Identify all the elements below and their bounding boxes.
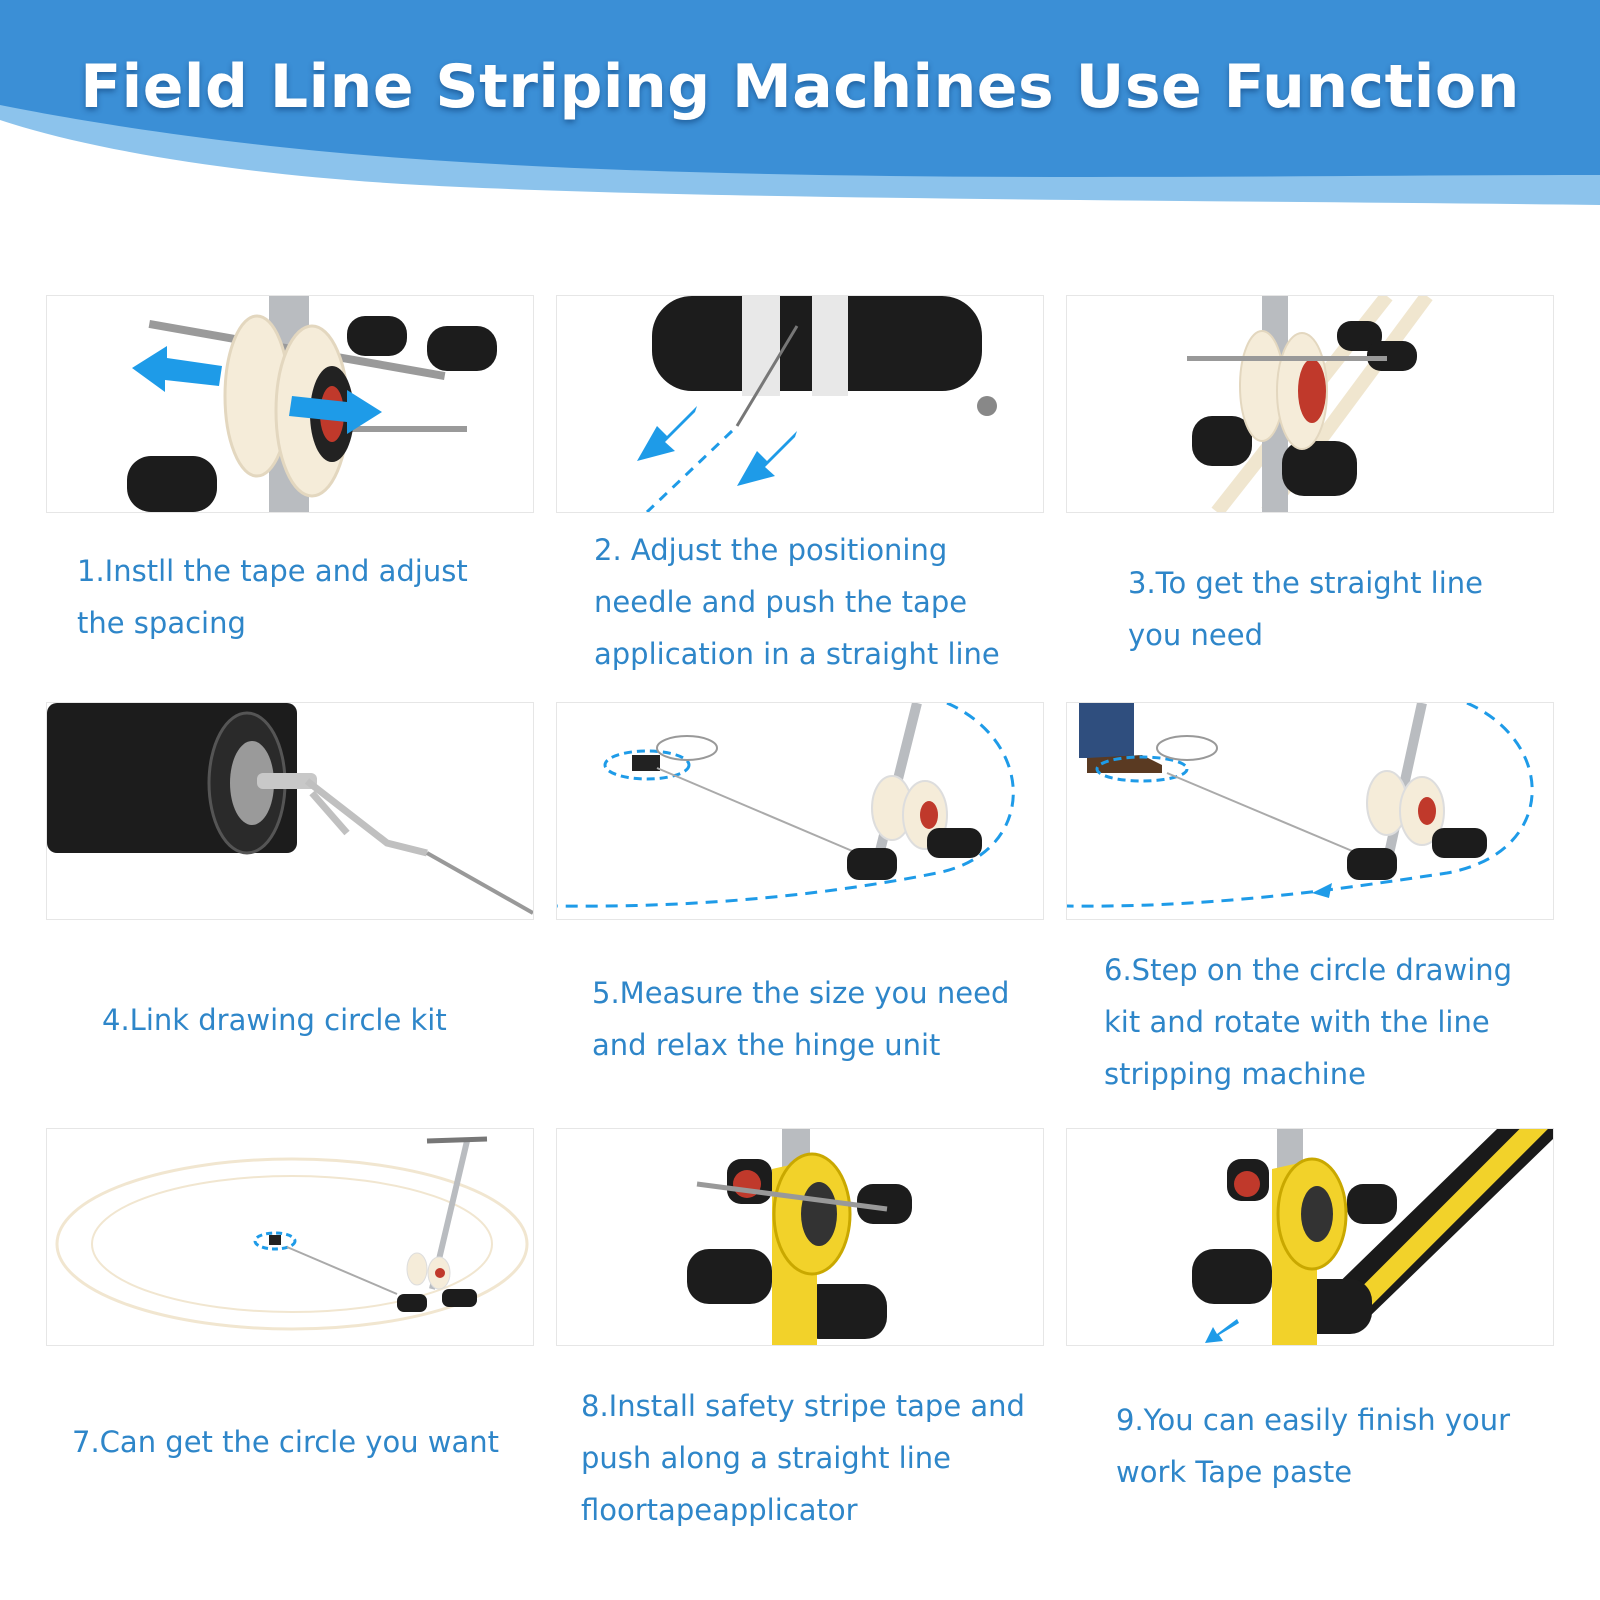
- caption-line: you need: [1128, 618, 1263, 652]
- step-4-caption: 4.Link drawing circle kit: [102, 994, 447, 1046]
- caption-line: 4.Link drawing circle kit: [102, 1003, 447, 1037]
- caption-line: kit and rotate with the line: [1104, 1005, 1490, 1039]
- page-title: Field Line Striping Machines Use Functio…: [80, 52, 1520, 122]
- step-2-caption: 2. Adjust the positioning needle and pus…: [594, 524, 1000, 680]
- step-6-caption: 6.Step on the circle drawing kit and rot…: [1104, 944, 1512, 1100]
- step-9-image: [1066, 1128, 1554, 1346]
- caption-line: and relax the hinge unit: [592, 1028, 941, 1062]
- step-2-image: [556, 295, 1044, 513]
- step-4-image: [46, 702, 534, 920]
- caption-line: 2. Adjust the positioning: [594, 533, 948, 567]
- caption-line: 8.Install safety stripe tape and: [581, 1389, 1025, 1423]
- caption-line: 7.Can get the circle you want: [72, 1425, 500, 1459]
- caption-line: 6.Step on the circle drawing: [1104, 953, 1513, 987]
- caption-line: needle and push the tape: [594, 585, 968, 619]
- caption-line: floortapeapplicator: [581, 1493, 858, 1527]
- caption-line: stripping machine: [1104, 1057, 1366, 1091]
- step-1-image: [46, 295, 534, 513]
- step-8-image: [556, 1128, 1044, 1346]
- step-5-caption: 5.Measure the size you need and relax th…: [592, 967, 1009, 1071]
- caption-line: 1.Instll the tape and adjust: [77, 554, 468, 588]
- caption-line: the spacing: [77, 606, 246, 640]
- caption-line: 3.To get the straight line: [1128, 566, 1484, 600]
- caption-line: 9.You can easily finish your: [1116, 1403, 1511, 1437]
- step-5-image: [556, 702, 1044, 920]
- step-8-caption: 8.Install safety stripe tape and push al…: [581, 1380, 1025, 1536]
- step-7-caption: 7.Can get the circle you want: [72, 1416, 499, 1468]
- step-7-image: [46, 1128, 534, 1346]
- caption-line: push along a straight line: [581, 1441, 952, 1475]
- caption-line: 5.Measure the size you need: [592, 976, 1010, 1010]
- step-1-caption: 1.Instll the tape and adjust the spacing: [77, 545, 468, 649]
- caption-line: work Tape paste: [1116, 1455, 1353, 1489]
- caption-line: application in a straight line: [594, 637, 1000, 671]
- step-3-caption: 3.To get the straight line you need: [1128, 557, 1483, 661]
- step-9-caption: 9.You can easily finish your work Tape p…: [1116, 1394, 1510, 1498]
- header-banner: Field Line Striping Machines Use Functio…: [0, 0, 1600, 240]
- step-3-image: [1066, 295, 1554, 513]
- step-6-image: [1066, 702, 1554, 920]
